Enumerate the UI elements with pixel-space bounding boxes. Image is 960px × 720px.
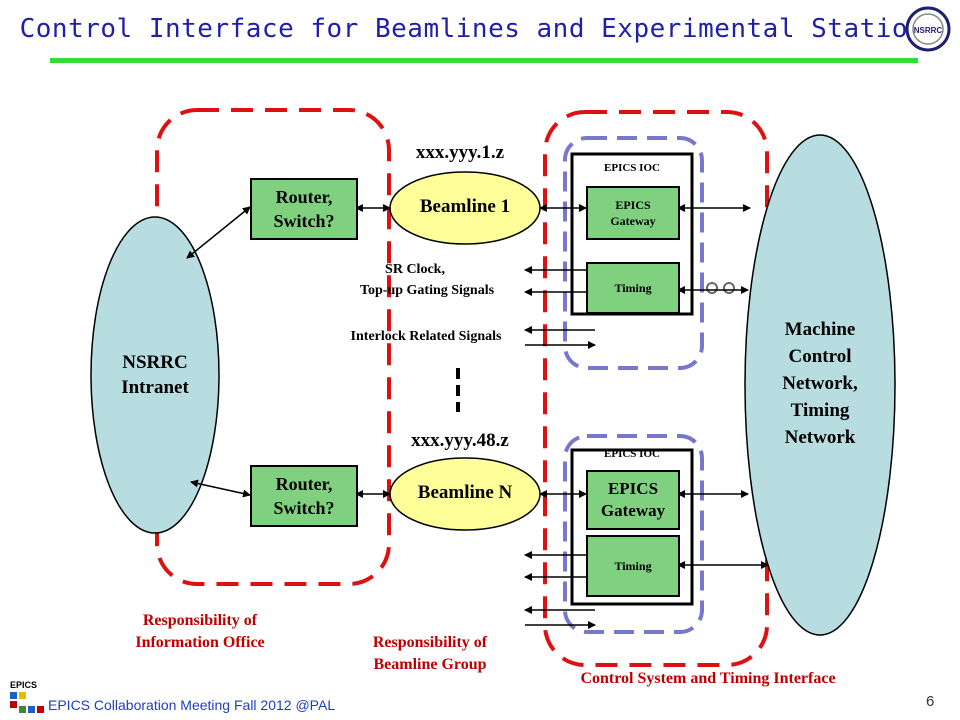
ioc2-gateway-box: EPICS Gateway: [586, 470, 680, 530]
epics-logo-text: EPICS: [10, 680, 38, 690]
intranet-label: NSRRC Intranet: [95, 350, 215, 400]
ioc1-timing-box: Timing: [586, 262, 680, 314]
beamlineN-label: Beamline N: [417, 482, 513, 503]
info-office-responsibility: Responsibility of Information Office: [100, 610, 300, 654]
ioc1-blue-region: [563, 136, 704, 370]
connector-circle-2: [723, 282, 735, 294]
ioc2-gateway-line2: Gateway: [600, 501, 666, 520]
machine-line3: Network,: [782, 373, 858, 394]
arrow-intranet-router1: [186, 206, 251, 259]
intranet-line1: NSRRC: [122, 352, 188, 373]
router1-line2: Switch?: [273, 211, 335, 231]
slide-title: Control Interface for Beamlines and Expe…: [19, 14, 941, 44]
info-office-line2: Information Office: [135, 634, 265, 651]
ioc2-title: EPICS IOC: [604, 448, 660, 460]
nsrrc-logo-text: NSRRC: [914, 26, 943, 35]
ioc2-gateway-line1: EPICS: [607, 479, 659, 498]
control-system-region: [543, 110, 769, 667]
beamline-group-line2: Beamline Group: [373, 656, 487, 673]
ioc1-timing-label: Timing: [614, 280, 652, 295]
interlock-label: Interlock Related Signals: [350, 329, 502, 344]
machine-network-label: Machine Control Network, Timing Network: [755, 316, 885, 451]
sr-clock-label: SR Clock,: [385, 262, 445, 277]
router1-line1: Router,: [275, 187, 333, 207]
machine-line2: Control: [788, 346, 852, 367]
connector-circle-1: [706, 282, 718, 294]
page-number: 6: [926, 693, 935, 710]
ioc2-timing-label: Timing: [614, 558, 652, 573]
arrow-intranet-router2: [190, 479, 251, 498]
router1-box: Router, Switch?: [250, 178, 358, 240]
epics-logo-icon: [10, 692, 44, 713]
ip-label-1: xxx.yyy.1.z: [415, 142, 505, 163]
ioc1-gateway-line2: Gateway: [610, 214, 656, 228]
beamline-group-line1: Responsibility of: [372, 634, 488, 651]
info-office-region: [155, 108, 391, 586]
nsrrc-intranet-ellipse: [90, 216, 220, 534]
ioc1-gateway-box: EPICS Gateway: [586, 186, 680, 240]
beamline-group-responsibility: Responsibility of Beamline Group: [335, 632, 525, 676]
intranet-line2: Intranet: [121, 377, 189, 398]
ip-label-48: xxx.yyy.48.z: [411, 430, 509, 451]
ioc2-blue-region: [563, 434, 704, 634]
router2-line2: Switch?: [273, 498, 335, 518]
nsrrc-logo: NSRRC: [905, 6, 951, 52]
topup-label: Top-up Gating Signals: [359, 283, 495, 298]
machine-line5: Network: [784, 427, 856, 448]
router2-box: Router, Switch?: [250, 465, 358, 527]
beamline1-label: Beamline 1: [419, 196, 511, 217]
title-underline: [50, 58, 918, 63]
ioc2-timing-box: Timing: [586, 535, 680, 597]
machine-network-ellipse: [744, 134, 896, 636]
control-system-responsibility: Control System and Timing Interface: [580, 670, 836, 687]
router2-line1: Router,: [275, 474, 333, 494]
ioc1-gateway-line1: EPICS: [615, 198, 651, 212]
machine-line4: Timing: [790, 400, 850, 421]
footer-text: EPICS Collaboration Meeting Fall 2012 @P…: [48, 697, 336, 713]
info-office-line1: Responsibility of: [142, 612, 258, 629]
machine-line1: Machine: [784, 319, 856, 340]
ioc1-title: EPICS IOC: [604, 162, 660, 174]
